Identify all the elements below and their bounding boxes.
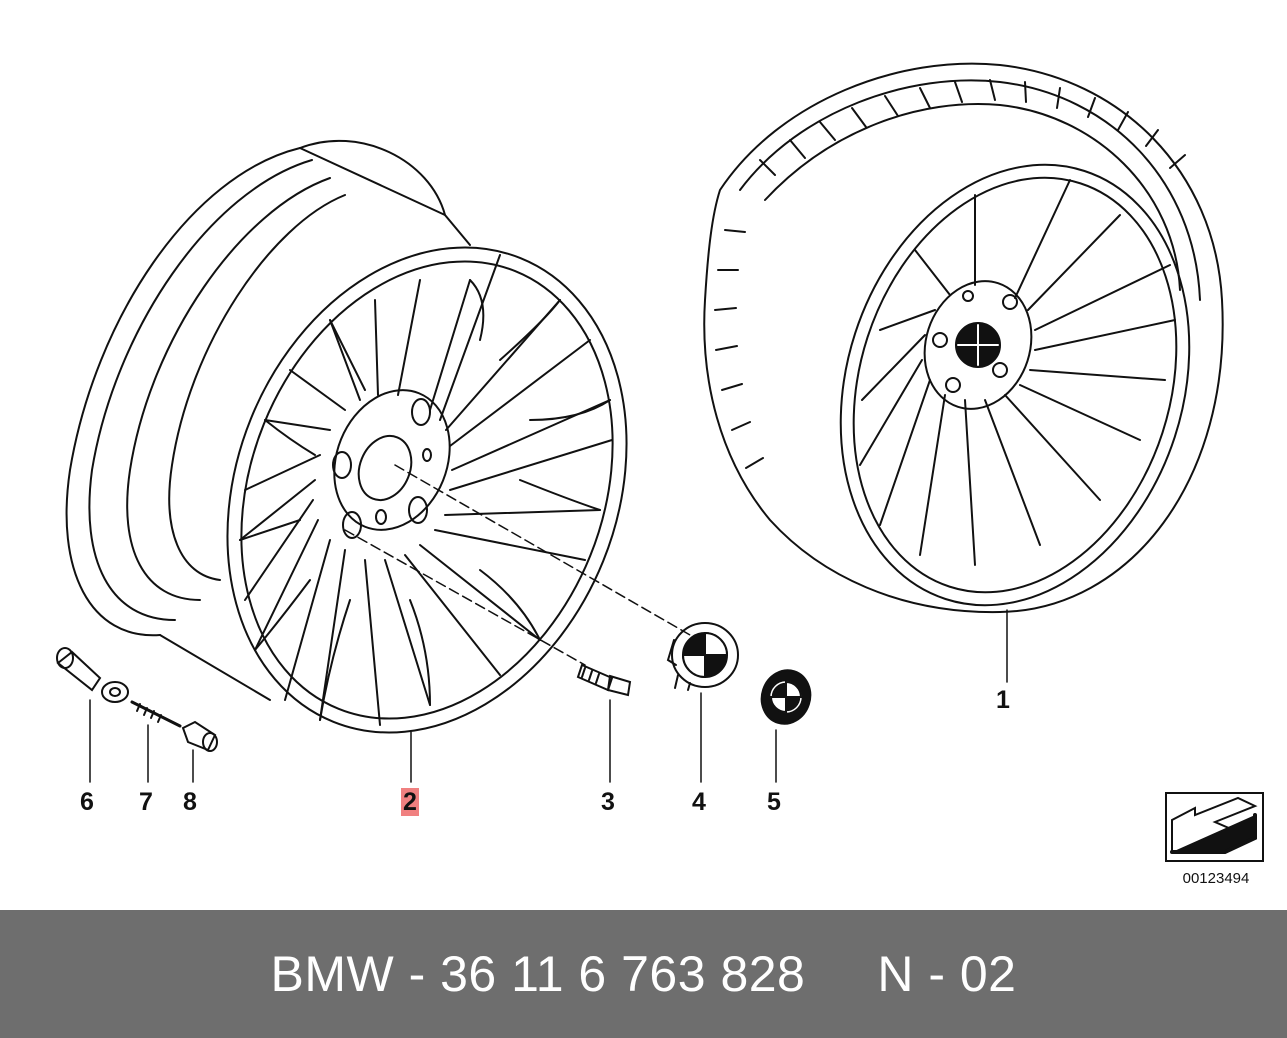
diagram-drawing <box>56 62 1258 854</box>
callout-7[interactable]: 7 <box>139 788 153 816</box>
alloy-rim-drawing <box>65 139 691 734</box>
complete-wheel-drawing <box>703 62 1224 614</box>
callout-2[interactable]: 2 <box>401 788 419 816</box>
callout-3[interactable]: 3 <box>601 788 615 816</box>
reference-arrow-box <box>1165 792 1264 862</box>
part-number-caption: BMW - 36 11 6 763 828 N - 02 <box>270 946 1017 1002</box>
valve-core-drawing <box>130 700 182 728</box>
valve-drawing <box>56 647 129 703</box>
callout-1[interactable]: 1 <box>996 686 1010 714</box>
wheel-bolt-drawing <box>576 663 632 697</box>
parts-diagram: 1 2 3 4 5 6 7 8 00123494 <box>56 62 1264 887</box>
footer-bar: BMW - 36 11 6 763 828 N - 02 <box>0 910 1287 1038</box>
valve-cap-drawing <box>181 720 218 752</box>
center-cap-drawing <box>666 622 739 691</box>
callout-8[interactable]: 8 <box>183 788 197 816</box>
callout-4[interactable]: 4 <box>692 788 706 816</box>
emblem-drawing <box>760 669 812 725</box>
direction-arrow-icon <box>1170 796 1258 854</box>
callout-6[interactable]: 6 <box>80 788 94 816</box>
leader-lines <box>89 609 1008 783</box>
reference-code: 00123494 <box>1182 870 1250 887</box>
callout-5[interactable]: 5 <box>767 788 781 816</box>
